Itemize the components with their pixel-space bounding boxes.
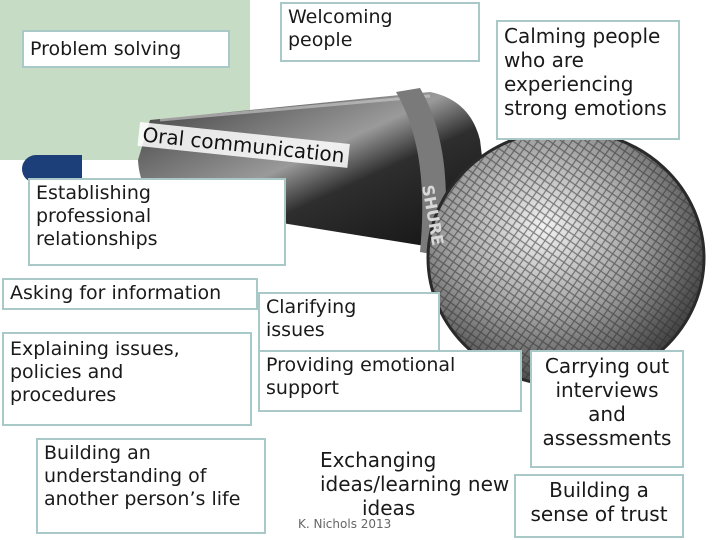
clarifying-line-1: Clarifying <box>266 296 357 318</box>
interviews-assessments-box: Carrying out interviews and assessments <box>530 350 684 468</box>
understanding-life-box: Building an understanding of another per… <box>36 438 266 534</box>
understanding-line-3: another person’s life <box>44 487 241 510</box>
carrying-line-2: interviews <box>555 378 659 402</box>
exchanging-line-3: ideas <box>362 496 416 520</box>
support-line-2: support <box>266 376 339 399</box>
establishing-relationships-box: Establishing professional relationships <box>28 178 286 266</box>
establishing-line-3: relationships <box>36 227 158 250</box>
explaining-line-1: Explaining issues, <box>10 338 180 360</box>
calming-line-1: Calming people <box>504 24 661 48</box>
exchanging-line-2: ideas/learning new <box>320 472 510 496</box>
explaining-line-2: policies and <box>10 360 124 383</box>
carrying-line-3: and <box>588 402 626 426</box>
trust-line-2: sense of trust <box>530 502 668 526</box>
clarifying-line-2: issues <box>266 318 325 341</box>
carrying-line-4: assessments <box>542 426 672 450</box>
establishing-line-1: Establishing <box>36 182 151 204</box>
support-line-1: Providing emotional <box>266 354 456 376</box>
exchanging-ideas-box: Exchanging ideas/learning new ideas <box>314 446 544 540</box>
clarifying-issues-box: Clarifying issues <box>258 292 440 354</box>
welcoming-line-2: people <box>288 28 353 51</box>
calming-line-2: who are <box>504 48 584 72</box>
understanding-line-2: understanding of <box>44 464 207 487</box>
explaining-line-3: procedures <box>10 383 117 406</box>
asking-label: Asking for information <box>10 282 222 304</box>
sense-of-trust-box: Building a sense of trust <box>514 474 684 538</box>
explaining-issues-box: Explaining issues, policies and procedur… <box>2 332 252 426</box>
understanding-line-1: Building an <box>44 442 151 464</box>
calming-line-4: strong emotions <box>504 96 667 120</box>
asking-for-information-box: Asking for information <box>2 278 258 310</box>
calming-line-3: experiencing <box>504 72 634 96</box>
establishing-line-2: professional <box>36 204 152 227</box>
problem-solving-label: Problem solving <box>30 38 182 60</box>
exchanging-line-1: Exchanging <box>320 448 437 472</box>
welcoming-line-1: Welcoming <box>288 6 393 28</box>
welcoming-people-box: Welcoming people <box>280 2 480 62</box>
problem-solving-box: Problem solving <box>22 30 230 68</box>
emotional-support-box: Providing emotional support <box>258 350 522 412</box>
slide-credit: K. Nichols 2013 <box>298 517 392 531</box>
calming-people-box: Calming people who are experiencing stro… <box>496 20 680 140</box>
carrying-line-1: Carrying out <box>544 354 670 378</box>
trust-line-1: Building a <box>549 478 649 502</box>
